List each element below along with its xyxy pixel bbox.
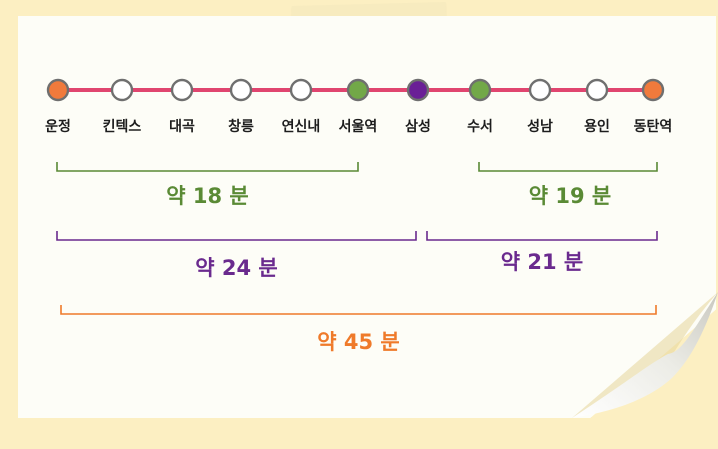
station-marker-7: [468, 78, 492, 102]
station-marker-8: [528, 78, 552, 102]
page-curl: [572, 292, 718, 418]
station-label-1: 킨텍스: [103, 118, 142, 135]
station-label-0: 운정: [45, 118, 71, 135]
station-marker-3: [229, 78, 253, 102]
station-marker-4: [289, 78, 313, 102]
station-marker-6: [406, 78, 430, 102]
station-label-3: 창릉: [228, 118, 254, 135]
duration-label-1: 약 19 분: [529, 184, 612, 208]
duration-bracket-3: [426, 231, 658, 241]
duration-bracket-1: [478, 162, 658, 172]
station-label-7: 수서: [467, 119, 493, 135]
duration-label-0: 약 18 분: [166, 184, 249, 208]
duration-label-4: 약 45 분: [317, 330, 400, 354]
station-marker-10: [641, 78, 665, 102]
duration-bracket-4: [60, 305, 657, 315]
station-label-2: 대곡: [169, 119, 195, 135]
duration-bracket-0: [56, 162, 359, 172]
station-label-4: 연신내: [282, 119, 321, 135]
station-label-6: 삼성: [405, 119, 431, 135]
station-marker-1: [110, 78, 134, 102]
duration-label-3: 약 21 분: [501, 250, 584, 274]
station-marker-9: [585, 78, 609, 102]
station-marker-2: [170, 78, 194, 102]
station-label-10: 동탄역: [634, 118, 673, 135]
station-label-5: 서울역: [339, 118, 378, 135]
station-label-8: 성남: [527, 118, 553, 135]
station-marker-0: [46, 78, 70, 102]
station-label-9: 용인: [584, 118, 610, 135]
station-marker-5: [346, 78, 370, 102]
duration-label-2: 약 24 분: [195, 256, 278, 280]
duration-bracket-2: [56, 231, 417, 241]
